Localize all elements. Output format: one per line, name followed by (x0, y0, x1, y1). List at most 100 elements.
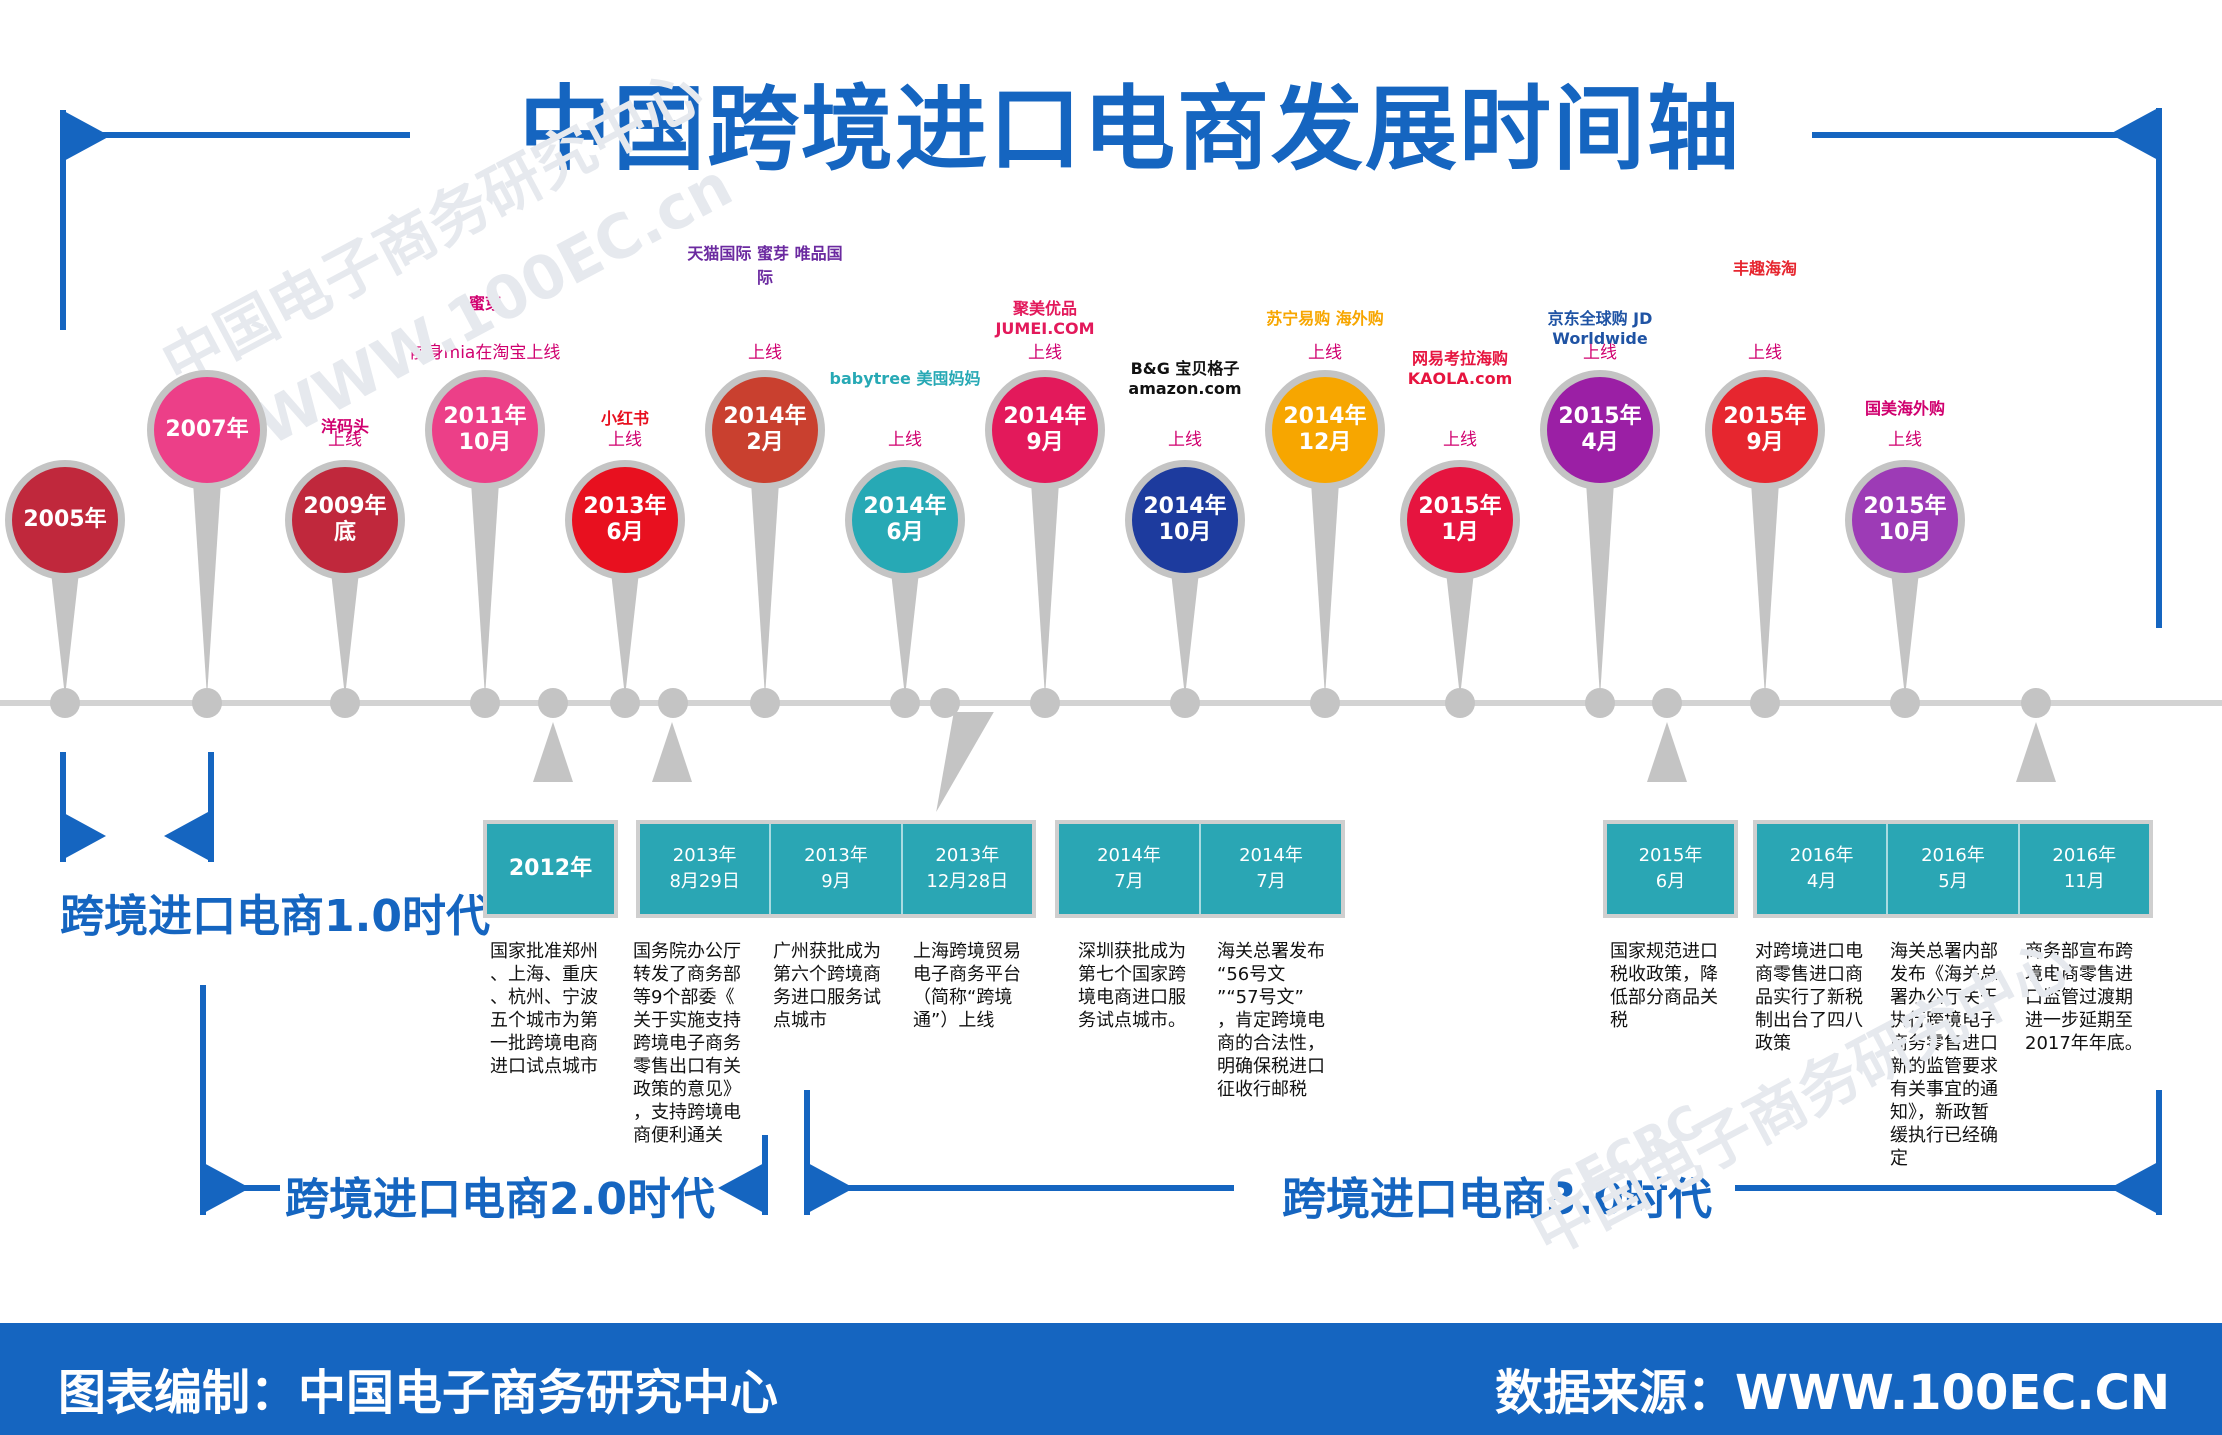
frame-arrow-left (62, 110, 110, 162)
brand-logo: 国美海外购 (1864, 399, 1945, 418)
timeline-pin: 2014年 2月 (705, 370, 825, 697)
pin-stem (611, 572, 639, 697)
brand-logo: babytree 美囤妈妈 (829, 369, 981, 388)
pin-note: 上线 (1888, 430, 1922, 450)
pin-date: 2014年 10月 (1125, 460, 1245, 580)
era-label-2: 跨境进口电商2.0时代 (285, 1174, 715, 1225)
event-description: 国务院办公厅 转发了商务部 等9个部委《 关于实施支持 跨境电子商务 零售出口有… (633, 941, 741, 1146)
brand-logo: 天猫国际 蜜芽 唯品国际 (687, 244, 843, 287)
timeline-dot (658, 688, 688, 718)
pin-date: 2015年 4月 (1540, 370, 1660, 490)
pin-stem (1311, 482, 1339, 697)
brand-logo: 网易考拉海购 KAOLA.com (1407, 349, 1513, 388)
frame-left-vertical (60, 110, 66, 330)
era-label-1: 跨境进口电商1.0时代 (60, 891, 490, 942)
brand-logo: B&G 宝贝格子 amazon.com (1128, 359, 1242, 398)
timeline-pin: 2011年 10月 (425, 370, 545, 697)
event-description: 对跨境进口电 商零售进口商 品实行了新税 制出台了四八 政策 (1755, 941, 1863, 1054)
pin-date: 2013年 6月 (565, 460, 685, 580)
event-box-2016: 2016年 4月 2016年 5月 2016年 11月 (1753, 820, 2153, 918)
pin-stem (1586, 482, 1614, 697)
era2-arrow-right (718, 1162, 766, 1214)
brand-logo: 蜜芽 (468, 294, 501, 313)
brand-logo: 聚美优品 JUMEI.COM (995, 299, 1095, 338)
footer-credit: 图表编制：中国电子商务研究中心 (58, 1365, 779, 1421)
box-cell: 2012年 (508, 856, 593, 881)
pin-note: 上线 (608, 430, 642, 450)
frame-top-left (60, 132, 410, 138)
event-box-2012: 2012年 (483, 820, 618, 918)
pin-stem (471, 482, 499, 697)
pin-date: 2015年 9月 (1705, 370, 1825, 490)
era1-bracket-right (208, 752, 214, 862)
timeline-pin: 2015年 4月 (1540, 370, 1660, 697)
event-box-2015: 2015年 6月 (1603, 820, 1738, 918)
event-description: 上海跨境贸易 电子商务平台 （简称“跨境 通”）上线 (913, 941, 1021, 1031)
box-cell: 2013年 12月28日 (900, 824, 1032, 914)
box-cell: 2016年 5月 (1886, 824, 2017, 914)
pin-stem (331, 572, 359, 697)
event-description: 国家规范进口 税收政策，降 低部分商品关 税 (1610, 941, 1718, 1031)
brand-logo: 苏宁易购 海外购 (1266, 309, 1384, 328)
pin-note: 上线 (1308, 343, 1342, 363)
timeline-pin: 2009年 底 (285, 460, 405, 697)
pin-stem (1171, 572, 1199, 697)
pin-stem (1031, 482, 1059, 697)
event-description: 广州获批成为 第六个跨境商 务进口服务试 点城市 (773, 941, 881, 1031)
connector-2012 (533, 722, 573, 782)
era3-bracket-left (804, 1090, 810, 1215)
pin-date: 2014年 2月 (705, 370, 825, 490)
box-cell: 2013年 9月 (769, 824, 900, 914)
pin-date: 2015年 1月 (1400, 460, 1520, 580)
box-cell: 2013年 8月29日 (669, 845, 740, 892)
pin-date: 2005年 (5, 460, 125, 580)
pin-note: 上线 (1443, 430, 1477, 450)
pin-note: 上线 (1748, 343, 1782, 363)
era3-line-left (804, 1185, 1234, 1191)
era2-line-left (200, 1185, 280, 1191)
pin-date: 2011年 10月 (425, 370, 545, 490)
box-cell: 2014年 7月 (1097, 845, 1161, 892)
pin-note: 上线 (748, 343, 782, 363)
pin-date: 2015年 10月 (1845, 460, 1965, 580)
connector-2016-11 (2016, 722, 2056, 782)
box-cell: 2016年 11月 (2017, 824, 2149, 914)
event-box-2014: 2014年 7月 2014年 7月 (1055, 820, 1345, 918)
era3-line-right (1735, 1185, 2160, 1191)
pin-date: 2014年 12月 (1265, 370, 1385, 490)
footer-source: 数据来源：WWW.100EC.CN (1494, 1365, 2170, 1421)
timeline-dot (2021, 688, 2051, 718)
brand-logo: 洋码头 (320, 417, 369, 436)
event-description: 深圳获批成为 第七个国家跨 境电商进口服 务试点城市。 (1078, 941, 1186, 1031)
event-box-2013: 2013年 8月29日 2013年 9月 2013年 12月28日 (636, 820, 1036, 918)
frame-arrow-right (2110, 108, 2158, 160)
timeline-pin: 2014年 12月 (1265, 370, 1385, 697)
era1-arrow-right (164, 812, 208, 860)
era1-arrow-left (62, 812, 106, 860)
event-description: 海关总署发布 “56号文 ”“57号文” ，肯定跨境电 商的合法性， 明确保税进… (1217, 941, 1325, 1100)
event-description: 海关总署内部 发布《海关总 署办公厅关于 执行跨境电子 商务零售进口 新的监管要… (1890, 941, 1998, 1169)
frame-top-right (1812, 132, 2162, 138)
pin-note: 上线 (1168, 430, 1202, 450)
pin-date: 2014年 9月 (985, 370, 1105, 490)
pin-date: 2009年 底 (285, 460, 405, 580)
box-cell: 2014年 7月 (1199, 824, 1341, 914)
pin-stem (1891, 572, 1919, 697)
era-label-3: 跨境进口电商3.0时代 (1282, 1174, 1712, 1225)
connector-2014-7 (936, 712, 994, 812)
box-cell: 2016年 4月 (1789, 845, 1854, 892)
era2-bracket-left (200, 985, 206, 1215)
era1-bracket-left (60, 752, 66, 862)
timeline-pin: 2015年 9月 (1705, 370, 1825, 697)
pin-stem (1446, 572, 1474, 697)
pin-stem (751, 482, 779, 697)
brand-logo: 丰趣海淘 (1732, 259, 1797, 278)
pin-stem (891, 572, 919, 697)
timeline-pin: 2015年 10月 (1845, 460, 1965, 697)
connector-2013-8 (652, 722, 692, 782)
era3-arrow-right (2110, 1162, 2158, 1214)
event-description: 国家批准郑州 、上海、重庆 、杭州、宁波 五个城市为第 一批跨境电商 进口试点城… (490, 941, 598, 1077)
page-title: 中国跨境进口电商发展时间轴 (518, 76, 1741, 183)
timeline-axis (0, 700, 2222, 706)
event-description: 商务部宣布跨 境电商零售进 口监管过渡期 进一步延期至 2017年年底。 (2025, 941, 2143, 1054)
